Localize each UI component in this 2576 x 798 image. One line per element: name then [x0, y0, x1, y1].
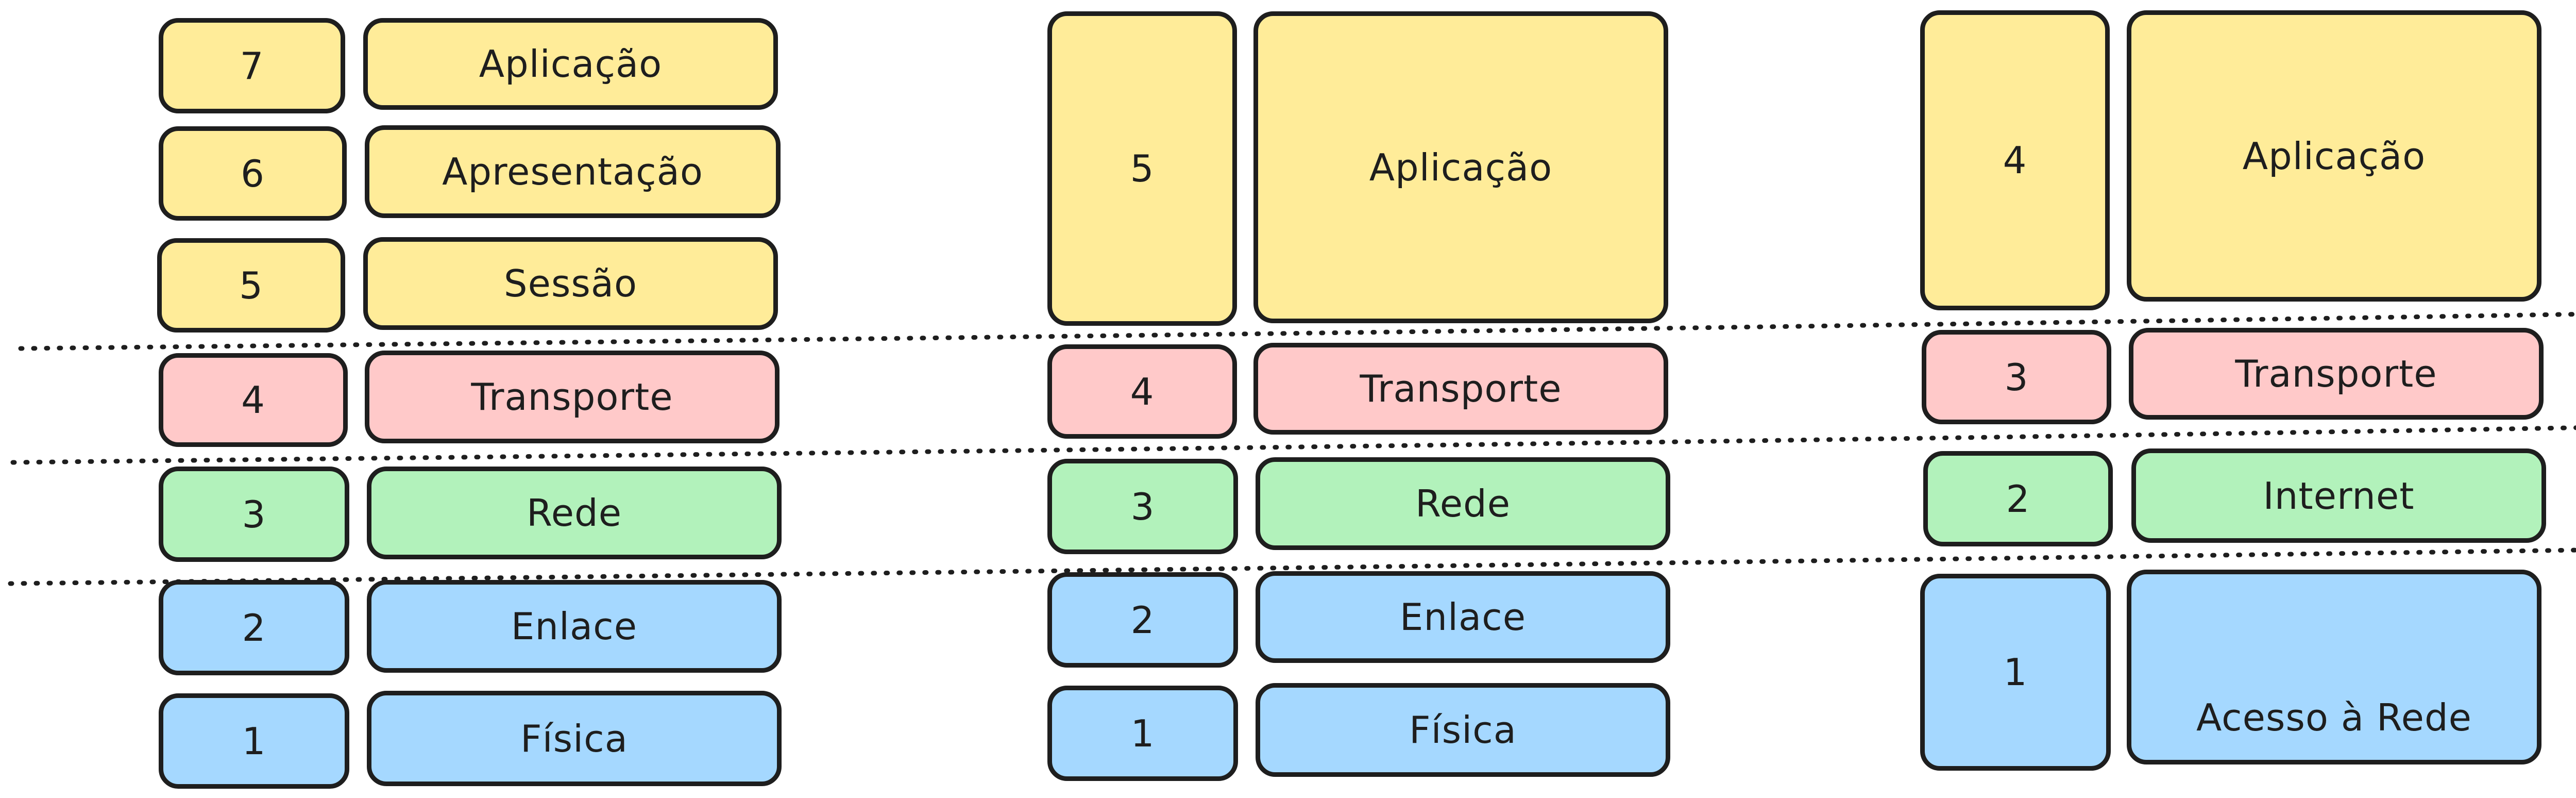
separator-line-network-link — [8, 547, 2576, 586]
stack3-layer2-name: Internet — [2131, 448, 2546, 543]
stack1-layer4-name: Transporte — [365, 351, 779, 443]
stack2-layer1-name: Física — [1256, 683, 1670, 777]
stack1-layer4-number: 4 — [159, 353, 348, 447]
stack1-layer6-number: 6 — [159, 126, 347, 221]
stack2-layer1-number: 1 — [1047, 686, 1238, 781]
stack3-layer3-name: Transporte — [2129, 328, 2544, 420]
stack3-layer2-number: 2 — [1923, 451, 2113, 546]
stack2-layer4-number: 4 — [1047, 344, 1237, 439]
stack1-layer7-number: 7 — [159, 18, 345, 113]
stack1-layer3-number: 3 — [159, 467, 349, 562]
stack1-layer5-number: 5 — [157, 238, 345, 332]
stack1-layer2-number: 2 — [159, 580, 349, 675]
stack3-layer1-number: 1 — [1920, 574, 2111, 771]
stack2-layer5-number: 5 — [1047, 11, 1237, 326]
stack1-layer2-name: Enlace — [367, 580, 782, 673]
separator-line-application-transport — [18, 312, 2576, 351]
stack2-layer5-name: Aplicação — [1253, 11, 1668, 323]
stack1-layer5-name: Sessão — [363, 237, 778, 330]
stack1-layer7-name: Aplicação — [363, 18, 778, 110]
stack3-layer3-number: 3 — [1922, 330, 2111, 424]
stack3-layer4-number: 4 — [1920, 10, 2110, 310]
stack3-layer1-name: Acesso à Rede — [2127, 570, 2541, 764]
stack2-layer3-number: 3 — [1047, 459, 1238, 554]
stack2-layer3-name: Rede — [1256, 457, 1670, 550]
stack1-layer1-name: Física — [367, 691, 782, 786]
separator-line-transport-network — [10, 425, 2576, 465]
stack1-layer3-name: Rede — [367, 467, 782, 559]
stack2-layer4-name: Transporte — [1253, 343, 1668, 435]
stack2-layer2-number: 2 — [1047, 572, 1238, 668]
stack1-layer6-name: Apresentação — [365, 125, 781, 218]
stack2-layer2-name: Enlace — [1256, 571, 1670, 663]
stack3-layer4-name: Aplicação — [2127, 10, 2541, 302]
stack1-layer1-number: 1 — [159, 693, 349, 789]
